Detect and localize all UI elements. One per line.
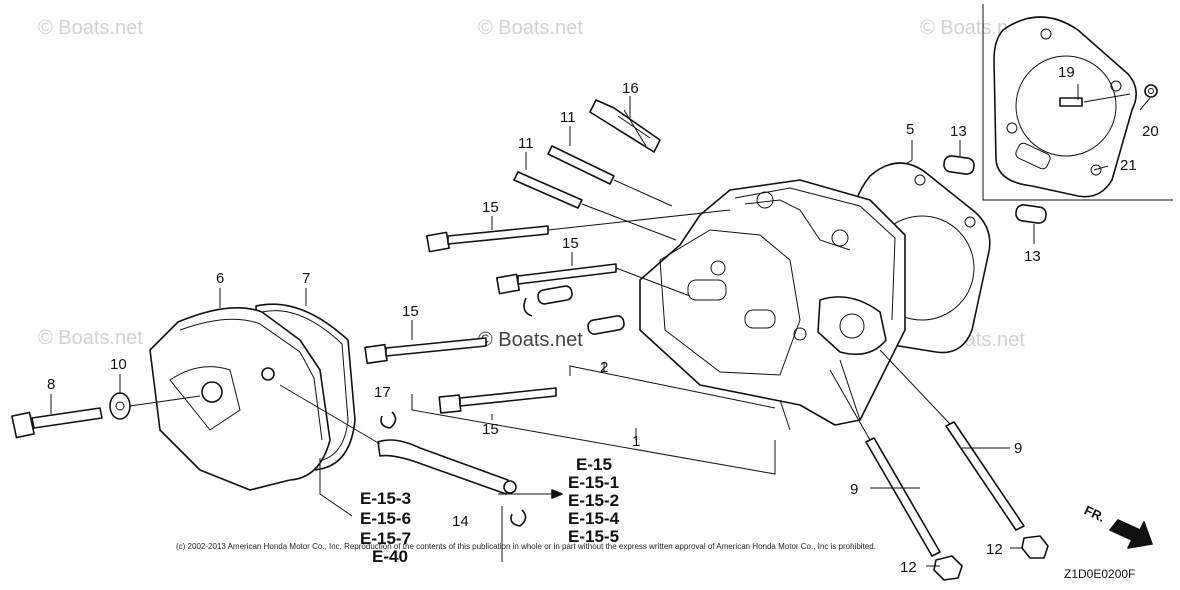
tube-references: E-15 E-15-1 E-15-2 E-15-4 E-15-5 bbox=[568, 455, 620, 546]
watermark-top-left: © Boats.net bbox=[38, 17, 143, 39]
ref-e-15-4: E-15-4 bbox=[568, 509, 620, 528]
long-studs bbox=[829, 349, 1049, 581]
callout-16: 16 bbox=[622, 80, 639, 97]
dowel-pins bbox=[943, 155, 1047, 224]
breather-tube bbox=[279, 384, 527, 527]
direction-label: FR. bbox=[1082, 503, 1107, 525]
callout-10: 10 bbox=[110, 356, 127, 373]
callout-12-right: 12 bbox=[986, 541, 1003, 558]
copyright-notice: (c) 2002-2013 American Honda Motor Co., … bbox=[176, 542, 876, 551]
breather-references: E-15-3 E-15-6 E-15-7 E-40 bbox=[360, 489, 411, 566]
callout-8: 8 bbox=[47, 376, 55, 393]
ref-e-15-6: E-15-6 bbox=[360, 509, 411, 528]
stud-bolts bbox=[513, 145, 677, 241]
callout-15-top: 15 bbox=[482, 199, 499, 216]
ref-e-15: E-15 bbox=[576, 455, 612, 474]
callout-15-bottom: 15 bbox=[482, 421, 499, 438]
callout-15-left: 15 bbox=[402, 303, 419, 320]
callout-2: 2 bbox=[600, 359, 608, 376]
callout-7: 7 bbox=[302, 270, 310, 287]
gasket-inset bbox=[982, 4, 1173, 201]
callout-11-upper: 11 bbox=[560, 109, 576, 126]
watermark-middle-center: © Boats.net bbox=[478, 329, 583, 351]
callout-5: 5 bbox=[906, 121, 914, 138]
callout-13-upper: 13 bbox=[950, 123, 967, 140]
callout-17: 17 bbox=[374, 384, 391, 401]
flange-bolts bbox=[364, 209, 731, 414]
spark-plug bbox=[589, 99, 661, 153]
callout-20: 20 bbox=[1142, 123, 1159, 140]
head-cover bbox=[149, 303, 356, 491]
callout-19: 19 bbox=[1058, 64, 1075, 81]
callout-6: 6 bbox=[216, 270, 224, 287]
ref-e-15-1: E-15-1 bbox=[568, 473, 619, 492]
watermark-top-right: © Boats.net bbox=[920, 17, 1025, 39]
front-direction-arrow: FR. bbox=[1082, 503, 1153, 549]
callout-12-left: 12 bbox=[900, 559, 917, 576]
callout-21: 21 bbox=[1120, 157, 1137, 174]
cylinder-head bbox=[639, 179, 906, 431]
callout-11-lower: 11 bbox=[518, 135, 534, 152]
callouts: 1 2 5 6 7 8 9 9 10 11 11 12 12 13 13 14 … bbox=[47, 64, 1159, 576]
ref-e-15-2: E-15-2 bbox=[568, 491, 619, 510]
leader-lines bbox=[50, 84, 1151, 567]
callout-15-middle: 15 bbox=[562, 235, 579, 252]
watermark-top-center: © Boats.net bbox=[478, 17, 583, 39]
diagram-code: Z1D0E0200F bbox=[1064, 567, 1135, 581]
callout-13-lower: 13 bbox=[1024, 248, 1041, 265]
callout-9-left: 9 bbox=[850, 481, 858, 498]
ref-e-15-5: E-15-5 bbox=[568, 527, 619, 546]
callout-1: 1 bbox=[632, 433, 640, 450]
callout-14: 14 bbox=[452, 513, 469, 530]
clip-and-collars bbox=[523, 285, 625, 335]
cover-bolt-washer bbox=[11, 392, 201, 439]
ref-e-15-3: E-15-3 bbox=[360, 489, 411, 508]
ref-e-15-7: E-15-7 bbox=[360, 529, 411, 548]
ref-e-40: E-40 bbox=[372, 547, 408, 566]
watermark-middle-left: © Boats.net bbox=[38, 327, 143, 349]
callout-9-right: 9 bbox=[1014, 440, 1022, 457]
